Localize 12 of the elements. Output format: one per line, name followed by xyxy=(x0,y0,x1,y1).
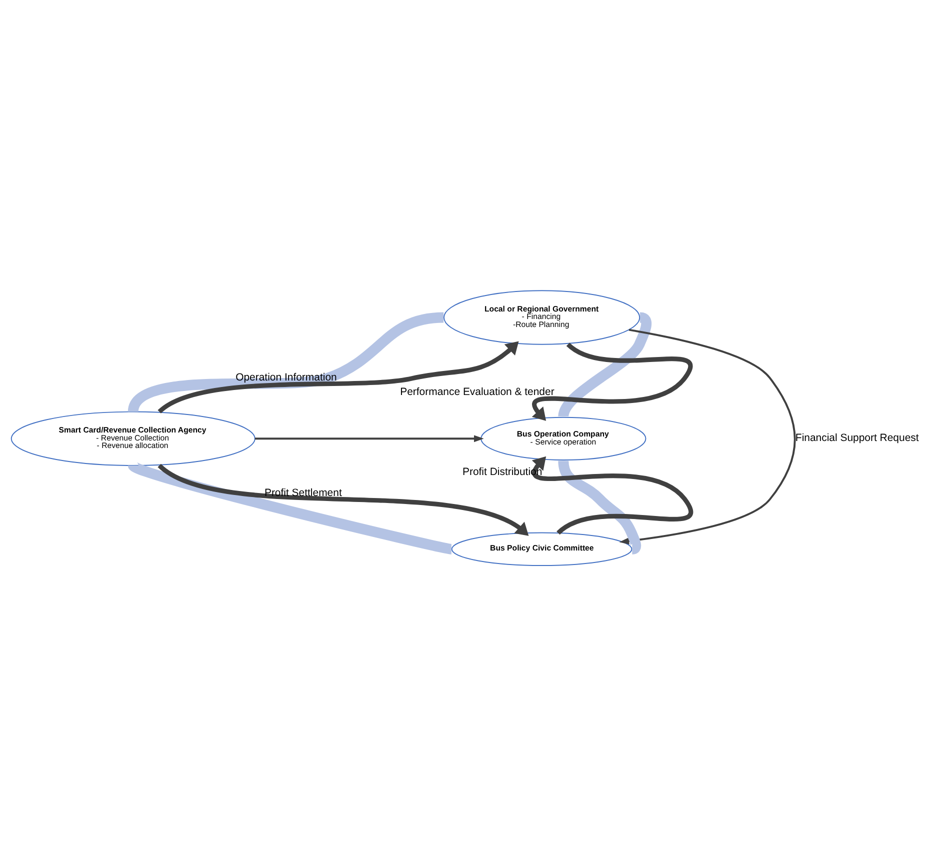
connector xyxy=(130,460,452,554)
arrow xyxy=(158,463,529,536)
arrow xyxy=(532,456,693,534)
arrow xyxy=(158,340,519,414)
connector xyxy=(558,460,642,554)
connector xyxy=(558,312,652,418)
arrow xyxy=(254,434,484,442)
arrow xyxy=(532,342,692,420)
edge-label: Financial Support Request xyxy=(795,432,919,444)
edge-label: Operation Information xyxy=(236,372,337,383)
arrow xyxy=(619,328,796,544)
edge-label: Performance Evaluation & tender xyxy=(400,386,554,398)
